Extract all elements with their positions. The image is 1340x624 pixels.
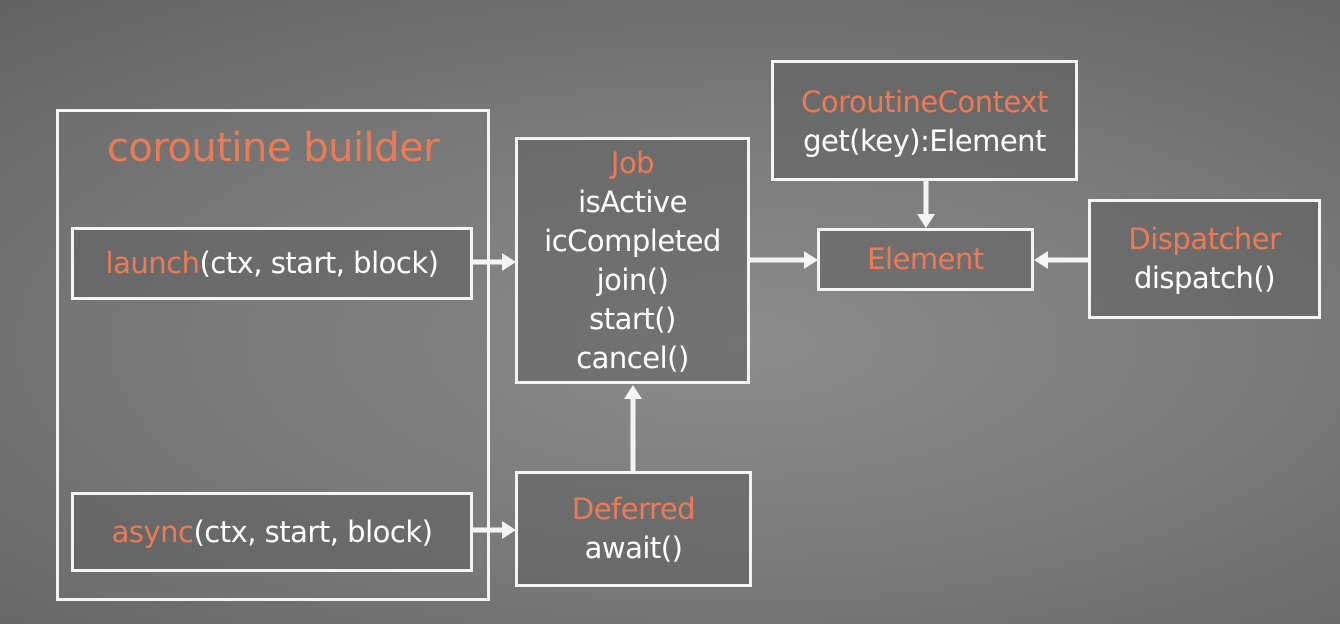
coroutine-context-member-get: get(key):Element [803,124,1046,158]
arrowhead-context-to-element [917,214,935,228]
launch-box[interactable]: launch(ctx, start, block) [71,227,473,300]
job-member-isactive: isActive [578,185,687,219]
deferred-title: Deferred [571,492,696,526]
job-member-cancel: cancel() [576,341,689,375]
coroutine-builder-title: coroutine builder [106,125,440,171]
job-title: Job [610,146,655,180]
async-name: async [111,514,194,549]
arrowhead-job-to-element [804,251,818,269]
deferred-member-await: await() [584,531,683,565]
job-member-join: join() [596,263,669,297]
coroutine-context-title: CoroutineContext [801,85,1048,119]
launch-params: (ctx, start, block) [199,246,439,280]
dispatcher-member-dispatch: dispatch() [1133,261,1276,295]
dispatcher-title: Dispatcher [1128,222,1281,256]
arrowhead-async-to-deferred [502,521,516,539]
arrowhead-launch-to-job [502,253,516,271]
job-member-start: start() [589,302,676,336]
dispatcher-box[interactable]: Dispatcher dispatch() [1088,199,1321,319]
deferred-box[interactable]: Deferred await() [515,471,752,587]
async-params: (ctx, start, block) [193,514,433,549]
element-box[interactable]: Element [817,228,1034,291]
arrowhead-dispatcher-to-element [1034,251,1048,269]
arrowhead-deferred-to-job [624,385,642,399]
element-title: Element [867,242,984,276]
launch-name: launch [105,246,200,280]
job-member-iscompleted: icCompleted [544,224,721,258]
job-box[interactable]: Job isActive icCompleted join() start() … [515,137,750,384]
async-box[interactable]: async(ctx, start, block) [71,492,473,572]
coroutine-context-box[interactable]: CoroutineContext get(key):Element [771,60,1078,181]
